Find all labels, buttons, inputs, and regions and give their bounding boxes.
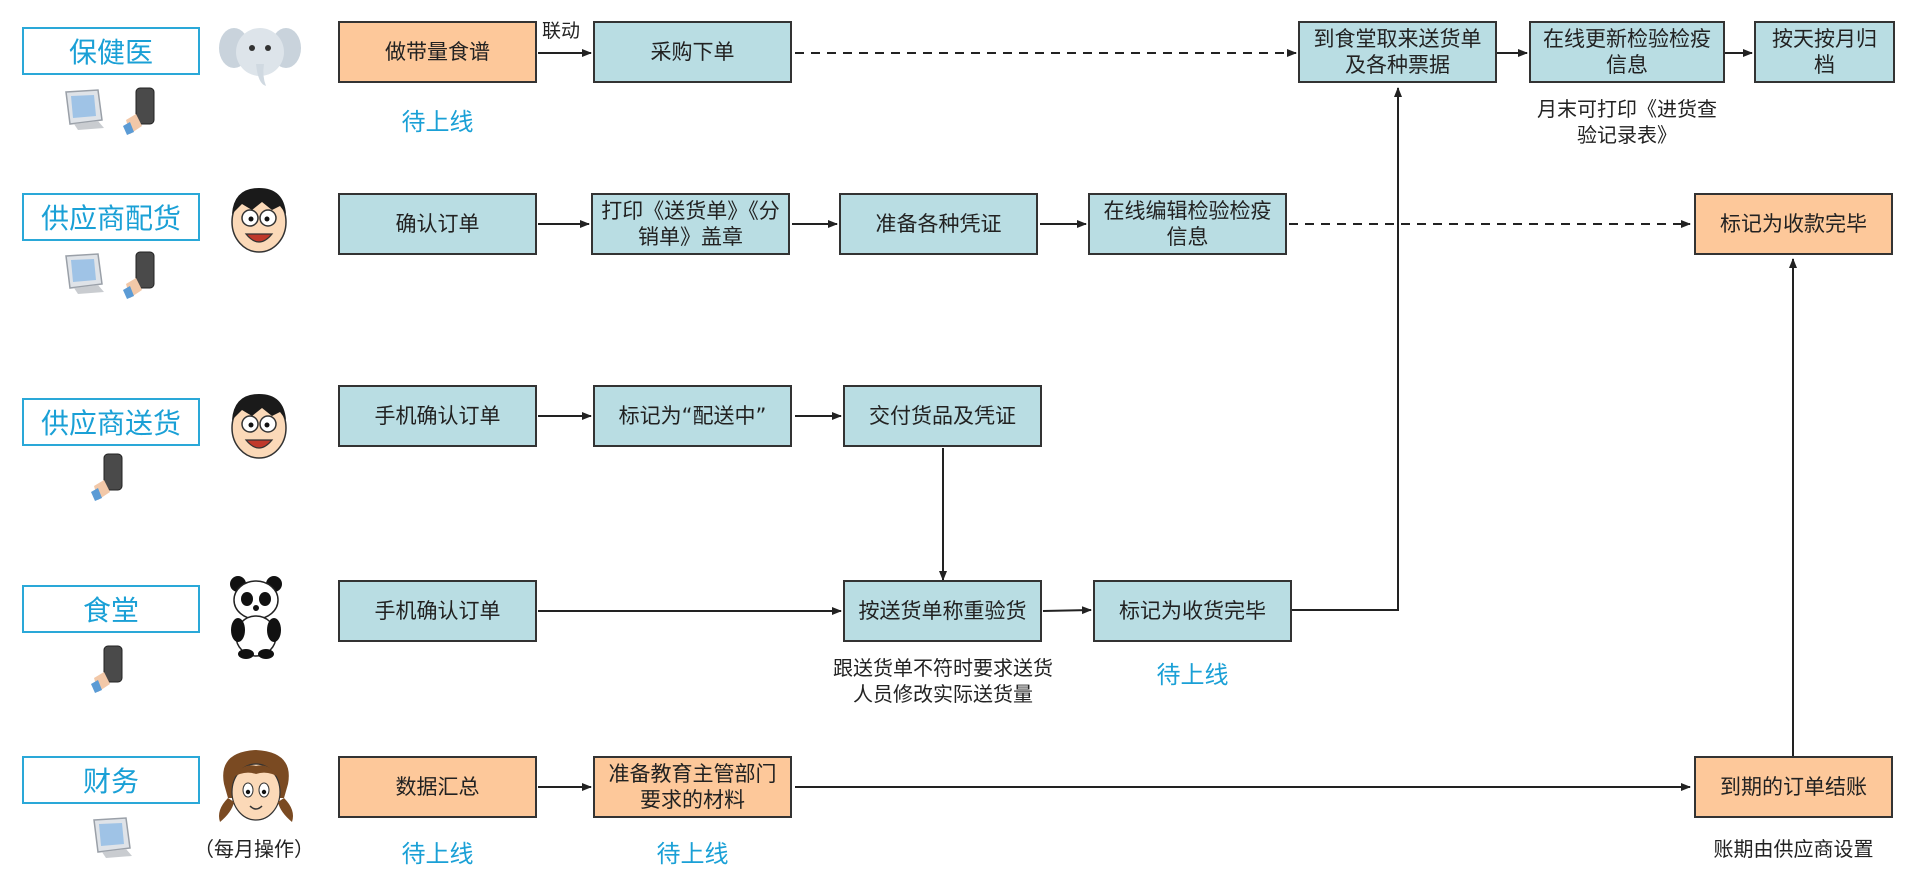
box-purchase-order: 采购下单 <box>593 21 792 83</box>
role-supplier-delivery: 供应商送货 <box>22 398 200 446</box>
box-mobile-confirm-order: 手机确认订单 <box>338 385 537 447</box>
pending-label-summary: 待上线 <box>401 840 474 868</box>
box-archive: 按天按月归档 <box>1754 21 1895 83</box>
linked-label: 联动 <box>542 20 581 42</box>
role-finance: 财务 <box>22 756 200 804</box>
box-prepare-materials: 准备教育主管部门要求的材料 <box>593 756 792 818</box>
box-menu: 做带量食谱 <box>338 21 537 83</box>
mismatch-note: 跟送货单不符时要求送货人员修改实际送货量 <box>833 656 1053 706</box>
arrow-received-to-fetch <box>1292 87 1402 611</box>
arrow-weigh-to-received <box>1042 606 1092 615</box>
role-supplier-dispatch: 供应商配货 <box>22 193 200 241</box>
elephant-avatar-icon <box>219 28 301 86</box>
pending-label-menu: 待上线 <box>401 108 474 136</box>
role-canteen: 食堂 <box>22 585 200 633</box>
box-weigh-check: 按送货单称重验货 <box>843 580 1042 642</box>
box-prepare-vouchers: 准备各种凭证 <box>839 193 1038 255</box>
box-update-inspection: 在线更新检验检疫信息 <box>1529 21 1725 83</box>
pending-label-materials: 待上线 <box>656 840 729 868</box>
box-edit-inspection: 在线编辑检验检疫信息 <box>1088 193 1287 255</box>
mobile-phone-icon <box>91 453 123 501</box>
monthly-operation-note: （每月操作） <box>194 837 314 861</box>
mobile-phone-icon <box>123 251 155 299</box>
box-deliver-goods: 交付货品及凭证 <box>843 385 1042 447</box>
box-confirm-order: 确认订单 <box>338 193 537 255</box>
box-data-summary: 数据汇总 <box>338 756 537 818</box>
panda-avatar-icon <box>230 576 282 659</box>
boy-avatar-icon <box>231 394 287 459</box>
box-mark-received: 标记为收货完毕 <box>1093 580 1292 642</box>
pending-label-received: 待上线 <box>1156 661 1229 689</box>
girl-avatar-icon <box>219 750 293 822</box>
box-fetch-docs: 到食堂取来送货单及各种票据 <box>1298 21 1497 83</box>
desktop-computer-icon <box>65 253 104 294</box>
box-settle-orders: 到期的订单结账 <box>1694 756 1893 818</box>
box-mark-delivering: 标记为“配送中” <box>593 385 792 447</box>
box-print-slips: 打印《送货单》《分销单》盖章 <box>591 193 790 255</box>
role-health-doctor: 保健医 <box>22 27 200 75</box>
box-canteen-confirm-order: 手机确认订单 <box>338 580 537 642</box>
box-mark-paid: 标记为收款完毕 <box>1694 193 1893 255</box>
desktop-computer-icon <box>65 89 104 130</box>
desktop-computer-icon <box>93 817 132 858</box>
mobile-phone-icon <box>91 645 123 693</box>
mobile-phone-icon <box>123 87 155 135</box>
payment-term-note: 账期由供应商设置 <box>1713 837 1874 861</box>
print-monthly-note: 月末可打印《进货查验记录表》 <box>1537 97 1717 147</box>
boy-avatar-icon <box>231 188 287 253</box>
